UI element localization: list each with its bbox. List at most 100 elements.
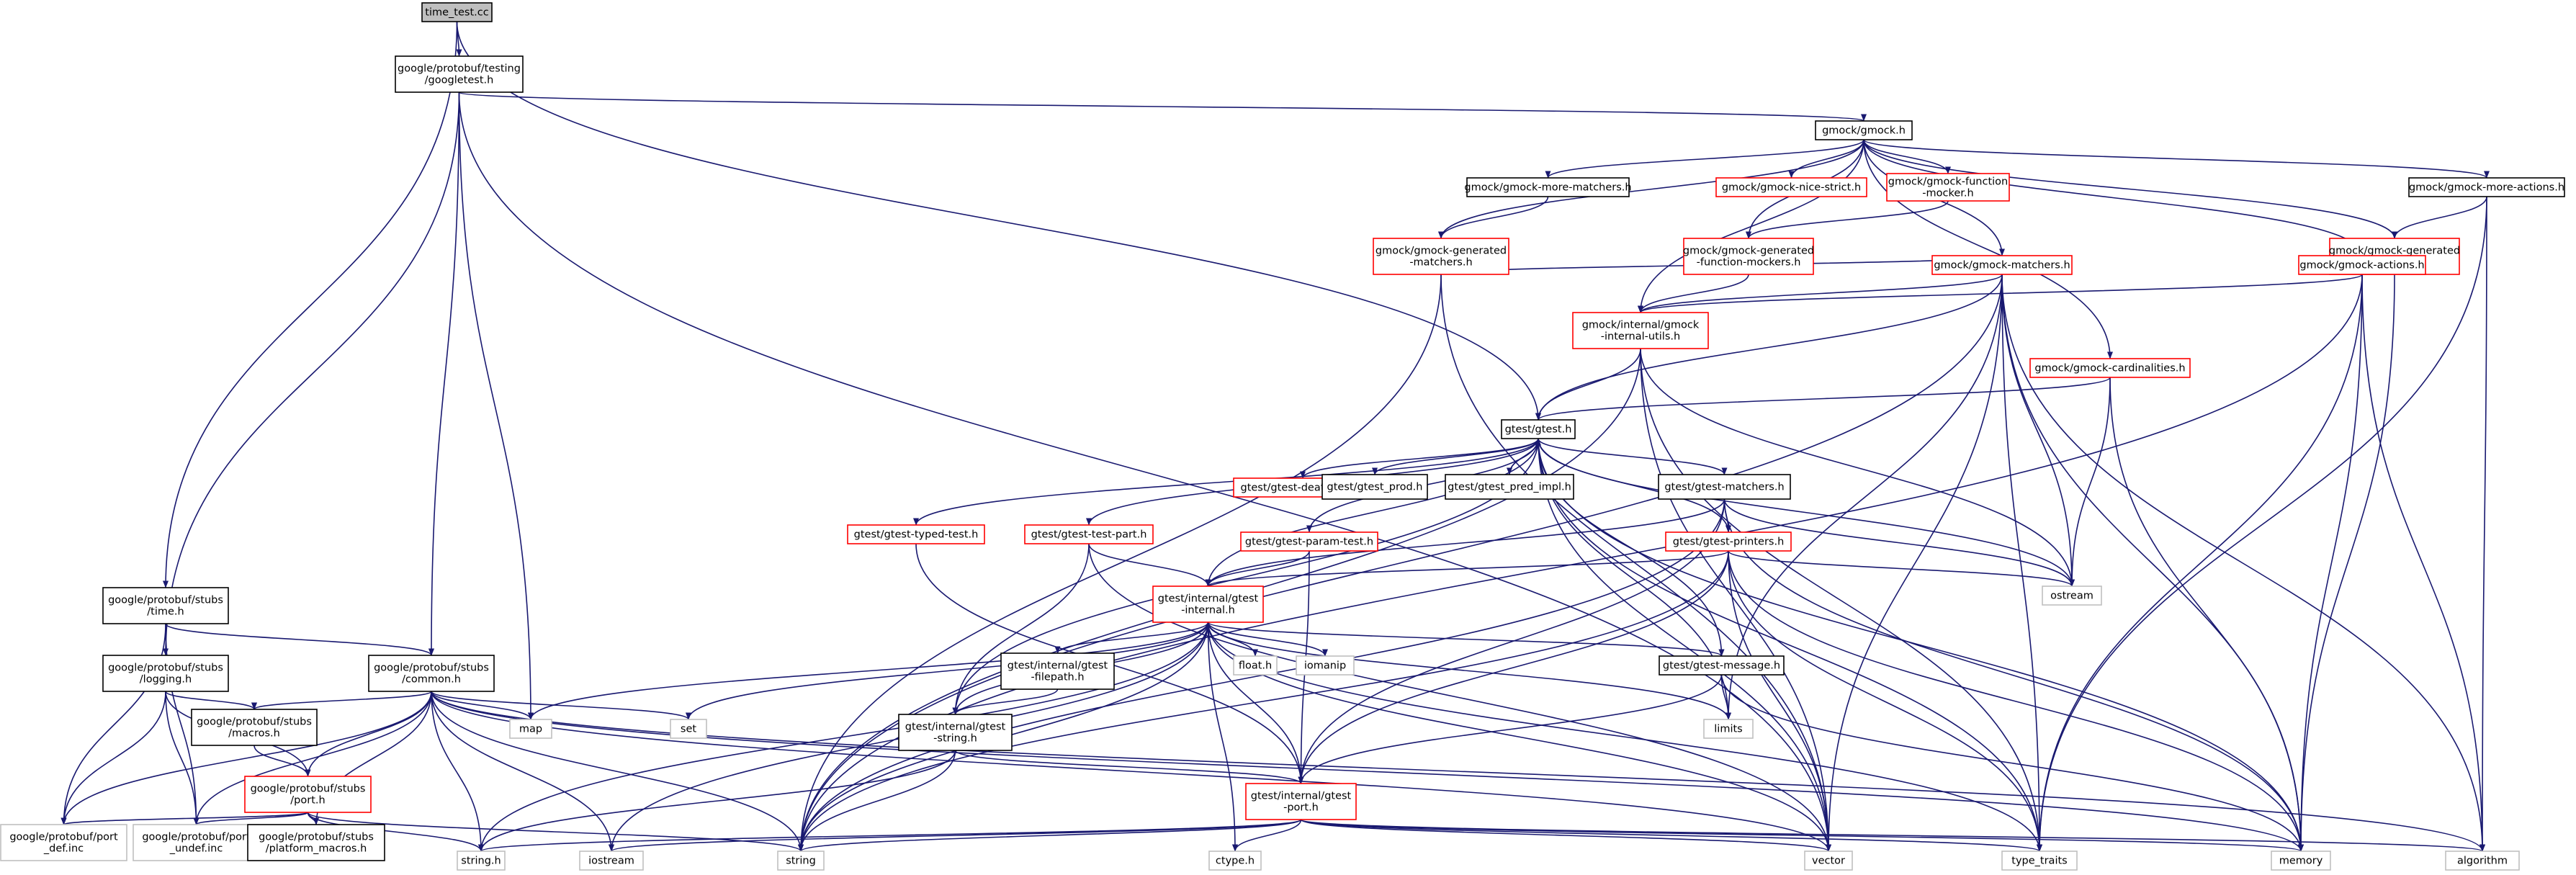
node-stubs_logging[interactable]: google/protobuf/stubs/logging.h [102, 655, 229, 692]
node-filepath[interactable]: gtest/internal/gtest-filepath.h [1000, 652, 1115, 690]
node-label-line: google/protobuf/stubs [108, 594, 223, 606]
node-label-line: gmock/gmock.h [1822, 125, 1906, 136]
include-edge-gmock_h-to-internal_utils [1638, 139, 1864, 313]
node-gtest_prod[interactable]: gtest/gtest_prod.h [1321, 474, 1428, 500]
node-label-line: google/protobuf/port [142, 831, 251, 843]
node-label-line: gmock/gmock-generated [1683, 245, 1814, 256]
include-edge-internal_string-to-string [798, 750, 956, 852]
include-edge-stubs_common-to-stubs_macros [251, 691, 432, 710]
node-gtest_h[interactable]: gtest/gtest.h [1501, 419, 1576, 439]
node-gmock_matchers[interactable]: gmock/gmock-matchers.h [1931, 255, 2073, 275]
node-label-line: /common.h [402, 673, 461, 685]
node-test_part[interactable]: gtest/gtest-test-part.h [1024, 524, 1154, 544]
node-string: string [777, 851, 825, 871]
node-gtest_internal[interactable]: gtest/internal/gtest-internal.h [1152, 585, 1264, 623]
node-more_actions[interactable]: gmock/gmock-more-actions.h [2408, 177, 2565, 197]
node-float_h: float.h [1233, 655, 1278, 676]
node-label-line: gtest/internal/gtest [1007, 660, 1108, 671]
node-box [2445, 851, 2520, 871]
node-gtest_matchers[interactable]: gtest/gtest-matchers.h [1658, 474, 1791, 500]
node-nice_strict[interactable]: gmock/gmock-nice-strict.h [1715, 177, 1867, 197]
include-edge-stubs_common-to-algorithm [431, 691, 2485, 852]
node-label-line: -filepath.h [1031, 671, 1084, 683]
node-box [1373, 238, 1509, 275]
node-string_h: string.h [457, 851, 506, 871]
node-gen_matchers[interactable]: gmock/gmock-generated-matchers.h [1373, 238, 1509, 275]
node-box [1659, 655, 1785, 676]
include-edge-printers-to-string [798, 550, 1729, 852]
node-label-line: /platform_macros.h [266, 843, 367, 854]
node-function_mocker[interactable]: gmock/gmock-function-mocker.h [1886, 173, 2010, 202]
node-box [1245, 783, 1357, 820]
node-box [1665, 531, 1792, 552]
include-edge-stubs_common-to-vector [431, 691, 1831, 852]
node-platform_macros[interactable]: google/protobuf/stubs/platform_macros.h [247, 824, 385, 861]
include-edge-stubs_port-to-port_undef [193, 812, 309, 825]
node-time_test[interactable]: time_test.cc [421, 2, 493, 22]
node-internal_utils[interactable]: gmock/internal/gmock-internal-utils.h [1572, 312, 1709, 349]
node-printers[interactable]: gtest/gtest-printers.h [1665, 531, 1792, 552]
node-gmock_h[interactable]: gmock/gmock.h [1815, 120, 1913, 140]
node-label-line: gmock/gmock-nice-strict.h [1722, 181, 1861, 193]
node-stubs_macros[interactable]: google/protobuf/stubs/macros.h [191, 709, 318, 746]
include-edge-internal_utils-to-vector [1640, 348, 1831, 852]
node-stubs_port[interactable]: google/protobuf/stubs/port.h [244, 776, 372, 813]
node-label-line: map [519, 723, 542, 735]
node-gen_func_mockers[interactable]: gmock/gmock-generated-function-mockers.h [1683, 238, 1814, 275]
node-gmock_actions[interactable]: gmock/gmock-actions.h [2298, 255, 2426, 275]
node-pred_impl[interactable]: gtest/gtest_pred_impl.h [1445, 474, 1574, 500]
node-box [1321, 474, 1428, 500]
node-gtest_message[interactable]: gtest/gtest-message.h [1659, 655, 1785, 676]
include-edge-googletest-to-gmock_h [458, 91, 1867, 122]
node-box [1931, 255, 2073, 275]
node-stubs_time[interactable]: google/protobuf/stubs/time.h [102, 587, 229, 624]
node-label-line: ostream [2050, 590, 2093, 601]
node-label-line: google/protobuf/stubs [197, 716, 312, 727]
include-edge-gtest_h-to-memory [1538, 438, 2304, 852]
node-ctype_h: ctype.h [1208, 851, 1262, 871]
include-edge-gtest_message-to-gtest_port [1298, 674, 1723, 784]
include-edge-gtest_port-to-iostream [609, 819, 1302, 852]
include-edge-gmock_matchers-to-gtest_h [1535, 274, 2003, 421]
node-param_test[interactable]: gtest/gtest-param-test.h [1240, 531, 1378, 552]
include-edge-gtest_h-to-gtest_prod [1372, 438, 1539, 475]
node-memory: memory [2271, 851, 2331, 871]
node-iomanip: iomanip [1296, 655, 1355, 676]
node-internal_string[interactable]: gtest/internal/gtest-string.h [898, 714, 1013, 751]
node-box [133, 824, 260, 861]
node-label-line: algorithm [2457, 855, 2508, 866]
node-label-line: gmock/gmock-more-matchers.h [1464, 181, 1631, 193]
node-gtest_port[interactable]: gtest/internal/gtest-port.h [1245, 783, 1357, 820]
include-edge-internal_string-to-string_h [478, 750, 956, 852]
include-edge-function_mocker-to-gen_func_mockers [1746, 200, 1949, 239]
node-box [1208, 851, 1262, 871]
include-edge-gtest_matchers-to-ostream [1723, 498, 2075, 587]
include-edge-googletest-to-stubs_logging [163, 91, 460, 656]
node-box [1804, 851, 1853, 871]
node-typed_test[interactable]: gtest/gtest-typed-test.h [847, 524, 985, 544]
node-label-line: limits [1714, 723, 1742, 735]
node-label-line: gmock/gmock-function [1888, 176, 2009, 187]
node-more_matchers[interactable]: gmock/gmock-more-matchers.h [1464, 177, 1632, 197]
node-googletest[interactable]: google/protobuf/testing/googletest.h [395, 55, 524, 93]
include-edge-cardinalities-to-memory [2109, 377, 2304, 852]
node-box [1240, 531, 1378, 552]
include-edge-stubs_common-to-string_h [431, 691, 484, 852]
include-edge-internal_utils-to-type_traits [1640, 348, 2042, 852]
include-edge-gtest_h-to-type_traits [1538, 438, 2042, 852]
node-label-line: -string.h [933, 732, 977, 744]
node-box [1000, 652, 1115, 690]
include-edge-gtest_h-to-typed_test [913, 438, 1539, 526]
node-box [579, 851, 644, 871]
include-edge-pred_impl-to-gtest_h [1509, 438, 1541, 475]
include-edge-stubs_common-to-string [431, 691, 804, 852]
include-edge-stubs_common-to-stubs_port [305, 691, 432, 777]
node-cardinalities[interactable]: gmock/gmock-cardinalities.h [2029, 358, 2191, 378]
include-edge-stubs_common-to-port_def [60, 691, 432, 825]
node-stubs_common[interactable]: google/protobuf/stubs/common.h [368, 655, 495, 692]
node-box [1815, 120, 1913, 140]
node-box [395, 55, 524, 93]
include-edge-filepath-to-internal_string [952, 688, 1059, 715]
node-box [2042, 585, 2102, 606]
node-label-line: -function-mockers.h [1697, 256, 1801, 268]
